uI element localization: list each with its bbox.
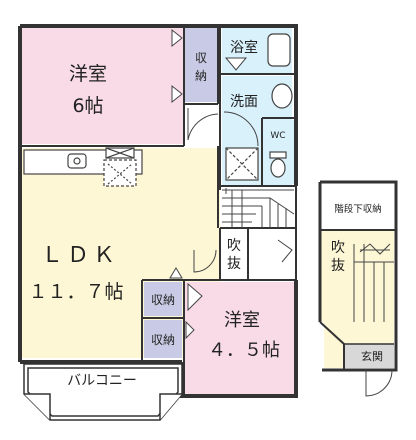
closet-top-label-1: 収 [195,51,207,65]
washroom-label: 洗面 [230,94,258,110]
western-room-6-size: 6帖 [72,95,103,117]
side-stair-lines [353,243,394,322]
range-hood-icon [103,147,137,187]
ldk-size: １１．７帖 [28,281,123,303]
entrance-label: 玄関 [361,349,383,363]
fukinuke-side-1: 吹 [331,240,345,256]
side-unit-walls [318,180,398,372]
bath-fixtures [225,33,293,181]
side-stair-area [320,230,394,322]
balcony-label: バルコニー [67,373,137,389]
closet-top-label-2: 納 [195,69,207,83]
toilet-icon [269,151,287,178]
entrance-door [365,369,393,397]
fukinuke-center-2: 抜 [227,256,241,272]
balcony [23,363,183,421]
western-room-6-area [22,28,184,144]
fukinuke-center-1: 吹 [227,238,241,254]
interior-walls [20,28,296,396]
closet-door-marks [169,28,248,340]
door-swings [187,108,259,312]
ldk-name: ＬＤＫ [41,243,119,268]
bathtub-icon [267,33,291,67]
western-room-6-name: 洋室 [69,63,107,85]
bath-label: 浴室 [230,39,258,56]
washbasin-icon [271,83,293,109]
fukinuke-side-2: 抜 [331,258,345,274]
staircase [222,188,295,263]
storage-b-area [144,320,182,358]
wc-label: WC [270,131,285,141]
under-stair-storage-label: 階段下収納 [334,203,382,215]
storage-a-area [144,282,182,316]
storage-a-label: 収納 [151,293,175,307]
entrance-area [344,344,394,368]
western-room-4-5-size: ４．５帖 [208,340,280,361]
storage-b-label: 収納 [151,333,175,347]
western-room-4-5-area [184,282,294,394]
western-room-4-5-name: 洋室 [224,310,260,331]
closet-top-area [184,28,218,102]
